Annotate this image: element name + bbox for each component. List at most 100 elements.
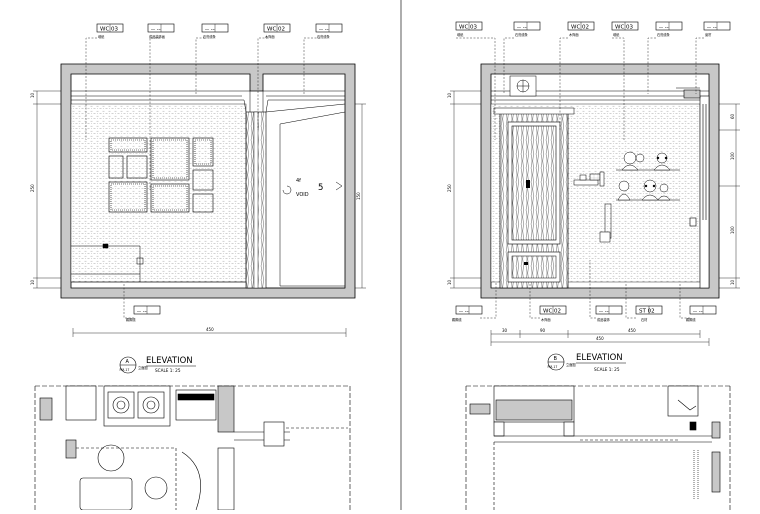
dim-label: 250	[447, 184, 452, 192]
svg-text:B: B	[554, 356, 558, 362]
dim-label: 450	[628, 328, 636, 333]
material-tag: WC 02 木饰面	[263, 23, 291, 39]
svg-text:-- --: -- --	[599, 308, 609, 314]
svg-text:石膏线条: 石膏线条	[657, 32, 671, 37]
svg-text:WC 02: WC 02	[571, 24, 589, 30]
door-handle-icon	[526, 180, 530, 188]
elevation-a-column-core	[253, 111, 259, 289]
dim-label: 90	[540, 328, 546, 333]
elevation-a-cornice	[71, 90, 345, 113]
svg-text:木饰面: 木饰面	[541, 317, 551, 322]
elevation-b-top-tags: WC 03 墙纸 -- -- 石膏线条 WC 02 木饰面 WC 03 墙纸 -…	[455, 21, 731, 37]
elevation-b-curtain	[683, 89, 710, 289]
svg-text:成品装饰画: 成品装饰画	[149, 34, 165, 39]
elevation-a-void-label: VOID	[296, 192, 309, 198]
svg-text:-- --: -- --	[205, 26, 215, 32]
svg-text:踢脚线: 踢脚线	[126, 317, 136, 322]
material-tag: WC 03 墙纸	[611, 21, 639, 37]
dim-label: 150	[356, 192, 361, 200]
dim-label: 10	[30, 92, 35, 98]
svg-text:墙纸: 墙纸	[98, 34, 105, 39]
elevation-b-ceiling-light	[509, 75, 537, 97]
svg-text:石膏线条: 石膏线条	[317, 34, 331, 39]
svg-text:-- --: -- --	[137, 308, 147, 314]
material-tag: -- -- 石膏线条	[201, 23, 229, 39]
svg-text:SCALE 1: 25: SCALE 1: 25	[155, 368, 181, 373]
elevation-b-plan-view	[465, 385, 731, 510]
elevation-a-wallpaper	[70, 103, 247, 283]
svg-text:立面图: 立面图	[566, 362, 576, 367]
svg-text:-- --: -- --	[707, 24, 717, 30]
dim-label: 10	[447, 279, 452, 285]
elevation-a-picture-frames	[108, 137, 214, 213]
dim-label: 10	[730, 279, 735, 285]
elevation-a-dims-left	[33, 90, 61, 289]
elevation-a-bottom-tag: -- -- 踢脚线	[126, 305, 161, 322]
svg-text:-- --: -- --	[517, 24, 527, 30]
material-tag: -- -- 石膏线条	[513, 21, 541, 37]
material-tag: ST 02 石材	[635, 305, 663, 322]
elevation-b-bottom-tags: -- -- 踢脚线 WC 02 木饰面 -- -- 成品装饰 ST 02 石材 …	[452, 305, 717, 322]
svg-text:-- --: -- --	[693, 308, 703, 314]
elevation-a-wall-frame	[60, 63, 356, 299]
elevation-a-plan-view	[34, 385, 351, 511]
elevation-b-figurines	[617, 151, 671, 201]
dim-label: 10	[30, 279, 35, 285]
svg-text:PM-17: PM-17	[548, 365, 558, 369]
dim-label: 450	[596, 336, 604, 341]
svg-text:A: A	[126, 359, 130, 365]
svg-text:踢脚线: 踢脚线	[686, 317, 696, 322]
svg-text:WC 03: WC 03	[615, 24, 634, 30]
elevation-a-top-tags: WC 03 墙纸 -- -- 成品装饰画 -- -- 石膏线条 WC 02 木饰…	[96, 23, 343, 39]
elevation-a: 4f VOID 5	[30, 23, 366, 511]
elevation-a-dims-bottom	[72, 328, 347, 337]
elevation-a-leaders	[85, 37, 320, 319]
elevation-a-void-number: 5	[318, 183, 323, 193]
svg-text:石膏线条: 石膏线条	[203, 34, 217, 39]
elevation-a-void-code: 4f	[296, 178, 301, 184]
dim-label: 250	[30, 184, 35, 192]
section-mark-icon	[335, 181, 343, 191]
svg-text:-- --: -- --	[319, 26, 329, 32]
svg-text:墙纸: 墙纸	[613, 32, 620, 37]
elevation-b: WC 03 墙纸 -- -- 石膏线条 WC 02 木饰面 WC 03 墙纸 -…	[447, 21, 740, 510]
turn-arrow-icon	[282, 185, 292, 195]
material-tag: WC 02 木饰面	[567, 21, 595, 37]
elevation-b-dims-right	[719, 103, 740, 289]
elevation-a-title: A PM-17 立面图 ELEVATION SCALE 1: 25	[120, 356, 196, 374]
elevation-b-leaders	[456, 37, 704, 319]
elevation-b-wall-shelves	[573, 169, 680, 243]
svg-text:WC 02: WC 02	[267, 26, 285, 32]
elevation-a-dims-right	[355, 103, 366, 289]
svg-text:成品装饰: 成品装饰	[597, 317, 610, 322]
material-tag: WC 03 墙纸	[455, 21, 483, 37]
svg-text:ELEVATION: ELEVATION	[576, 353, 623, 363]
svg-text:PM-17: PM-17	[120, 368, 130, 372]
elevation-b-wardrobe-door	[511, 125, 557, 241]
svg-text:踢脚线: 踢脚线	[452, 317, 462, 322]
svg-text:石材: 石材	[641, 317, 648, 322]
dim-label: 30	[502, 328, 508, 333]
svg-text:WC 02: WC 02	[543, 308, 561, 314]
material-tag: -- -- 石膏线条	[315, 23, 343, 39]
svg-text:ST 02: ST 02	[639, 308, 655, 314]
dim-label: 60	[730, 113, 735, 119]
elevation-b-dims-left	[450, 90, 481, 289]
elevation-b-dims-bottom	[490, 330, 710, 346]
svg-text:WC 03: WC 03	[100, 26, 119, 32]
svg-text:SCALE 1: 25: SCALE 1: 25	[594, 367, 620, 372]
svg-text:石膏线条: 石膏线条	[515, 32, 529, 37]
dim-label: 100	[730, 226, 735, 234]
elevation-b-title: B PM-17 立面图 ELEVATION SCALE 1: 25	[548, 353, 626, 372]
svg-text:ELEVATION: ELEVATION	[146, 356, 193, 366]
material-tag: -- -- 成品装饰	[595, 305, 623, 322]
material-tag: -- -- 窗帘	[703, 21, 731, 37]
svg-text:WC 03: WC 03	[459, 24, 478, 30]
svg-text:-- --: -- --	[459, 308, 469, 314]
material-tag: -- -- 踢脚线	[452, 305, 483, 322]
material-tag: -- -- 石膏线条	[655, 21, 683, 37]
elevation-a-void	[265, 103, 346, 289]
dim-label: 10	[447, 92, 452, 98]
